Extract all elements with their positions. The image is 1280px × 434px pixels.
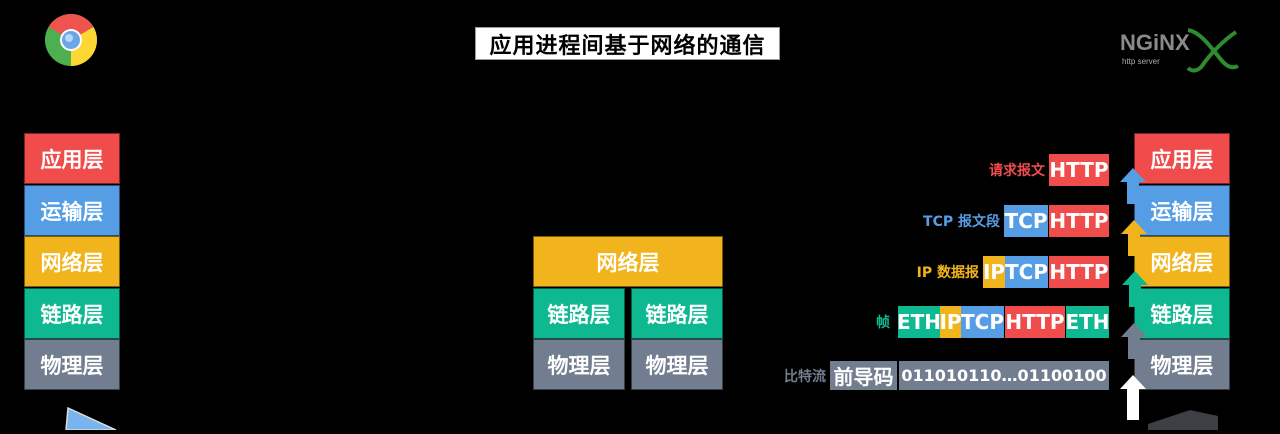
encap-row-transport: TCP 报文段 TCP HTTP — [923, 205, 1109, 237]
encap-label: 帧 — [876, 315, 890, 331]
router-left-layer-physical: 物理层 — [533, 339, 625, 390]
client-layer-application: 应用层 — [24, 133, 120, 184]
server-layer-physical: 物理层 — [1134, 339, 1230, 390]
encap-label: 比特流 — [784, 368, 826, 385]
encap-row-network: IP 数据报 IP TCP HTTP — [917, 256, 1109, 288]
client-layer-transport: 运输层 — [24, 185, 120, 236]
arrow-up-icon — [1121, 220, 1147, 256]
encap-row-physical: 比特流 前导码 011010110…01100100 — [784, 361, 1109, 390]
encap-label: TCP 报文段 — [923, 214, 1000, 230]
segment-bitstream: 011010110…01100100 — [899, 361, 1109, 390]
client-layer-network: 网络层 — [24, 236, 120, 287]
segment-tcp: TCP — [961, 306, 1004, 338]
server-icon — [1148, 410, 1218, 430]
segment-ip: IP — [983, 256, 1005, 288]
router-layer-network: 网络层 — [533, 236, 723, 287]
arrow-up-icon — [1120, 168, 1146, 204]
encap-label: IP 数据报 — [916, 265, 979, 281]
segment-tcp: TCP — [1004, 205, 1048, 237]
arrow-up-icon — [1120, 375, 1146, 420]
client-layer-link: 链路层 — [24, 288, 120, 339]
nginx-logo-icon: NGiNX http server — [1118, 26, 1248, 74]
segment-eth-header: ETH — [897, 306, 941, 338]
arrow-up-icon — [1121, 323, 1147, 359]
segment-preamble: 前导码 — [830, 361, 897, 390]
nginx-logo-text: NGiNX — [1120, 30, 1190, 55]
encap-label: 请求报文 — [989, 163, 1045, 179]
encap-row-application: 请求报文 HTTP — [989, 154, 1109, 186]
nginx-logo-subtext: http server — [1122, 57, 1160, 66]
segment-eth-trailer: ETH — [1065, 306, 1110, 338]
server-layer-network: 网络层 — [1134, 236, 1230, 287]
segment-http: HTTP — [1049, 205, 1109, 237]
router-left-layer-link: 链路层 — [533, 288, 625, 339]
server-layer-link: 链路层 — [1134, 288, 1230, 339]
segment-http: HTTP — [1049, 154, 1109, 186]
arrow-up-icon — [1122, 271, 1148, 307]
segment-http: HTTP — [1049, 256, 1109, 288]
router-right-layer-physical: 物理层 — [631, 339, 723, 390]
chrome-logo-icon — [44, 13, 98, 67]
client-layer-physical: 物理层 — [24, 339, 120, 390]
server-layer-transport: 运输层 — [1134, 185, 1230, 236]
segment-http: HTTP — [1005, 306, 1065, 338]
router-right-layer-link: 链路层 — [631, 288, 723, 339]
page-title: 应用进程间基于网络的通信 — [475, 27, 780, 60]
server-layer-application: 应用层 — [1134, 133, 1230, 184]
segment-tcp: TCP — [1005, 256, 1048, 288]
encap-row-link: 帧 ETH IP TCP HTTP ETH — [876, 306, 1110, 338]
laptop-icon — [64, 406, 124, 431]
segment-ip: IP — [939, 306, 962, 338]
